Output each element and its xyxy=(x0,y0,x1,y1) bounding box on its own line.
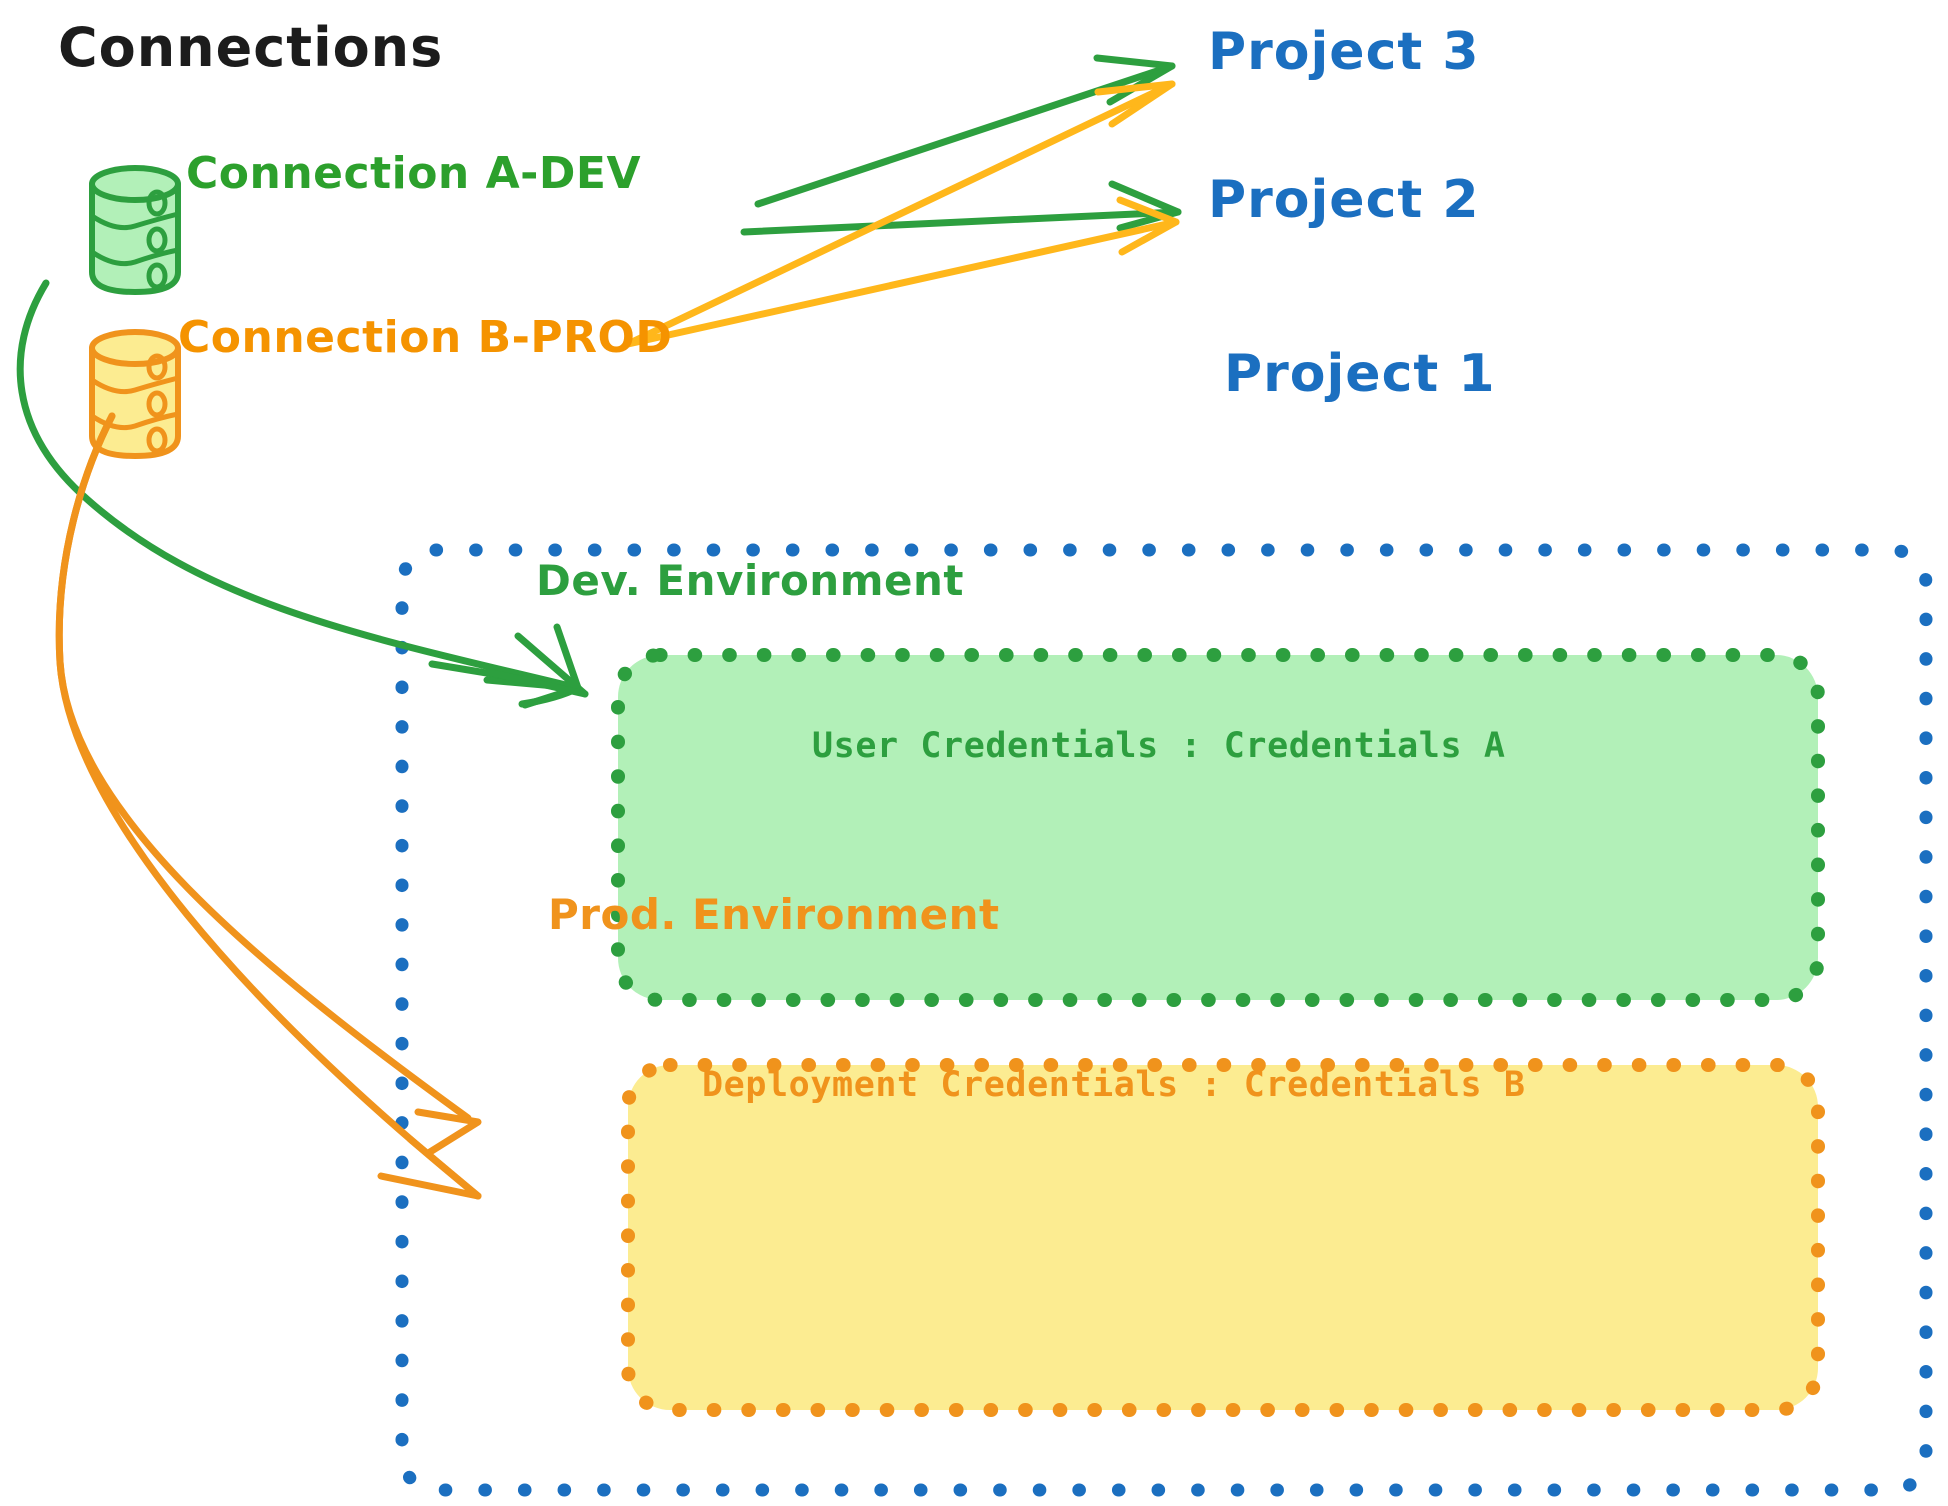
connection-b-label[interactable]: Connection B-PROD xyxy=(178,312,673,363)
dev-environment-box xyxy=(611,648,1825,1007)
project-1-container xyxy=(395,543,1933,1497)
arrow-conn-b-to-project-3 xyxy=(624,80,1176,348)
arrowhead-prod-environment xyxy=(55,412,482,1200)
prod-environment-credentials: Deployment Credentials : Credentials B xyxy=(702,1065,1526,1105)
arrowhead-dev-environment xyxy=(484,632,589,698)
arrow-conn-a-to-project-2 xyxy=(740,180,1182,236)
project-1-label[interactable]: Project 1 xyxy=(1224,344,1496,404)
database-icon-connection-b xyxy=(89,329,181,459)
dev-environment-title: Dev. Environment xyxy=(536,556,964,605)
dev-environment-credentials: User Credentials : Credentials A xyxy=(812,726,1506,766)
connection-a-label[interactable]: Connection A-DEV xyxy=(186,148,642,199)
page-title: Connections xyxy=(58,16,444,79)
prod-environment-box xyxy=(621,1058,1825,1417)
prod-environment-title: Prod. Environment xyxy=(548,890,1000,939)
arrow-conn-b-to-project-2 xyxy=(624,196,1180,348)
database-icon-connection-a xyxy=(89,165,181,295)
project-3-label[interactable]: Project 3 xyxy=(1208,22,1480,82)
project-2-label[interactable]: Project 2 xyxy=(1208,170,1480,230)
